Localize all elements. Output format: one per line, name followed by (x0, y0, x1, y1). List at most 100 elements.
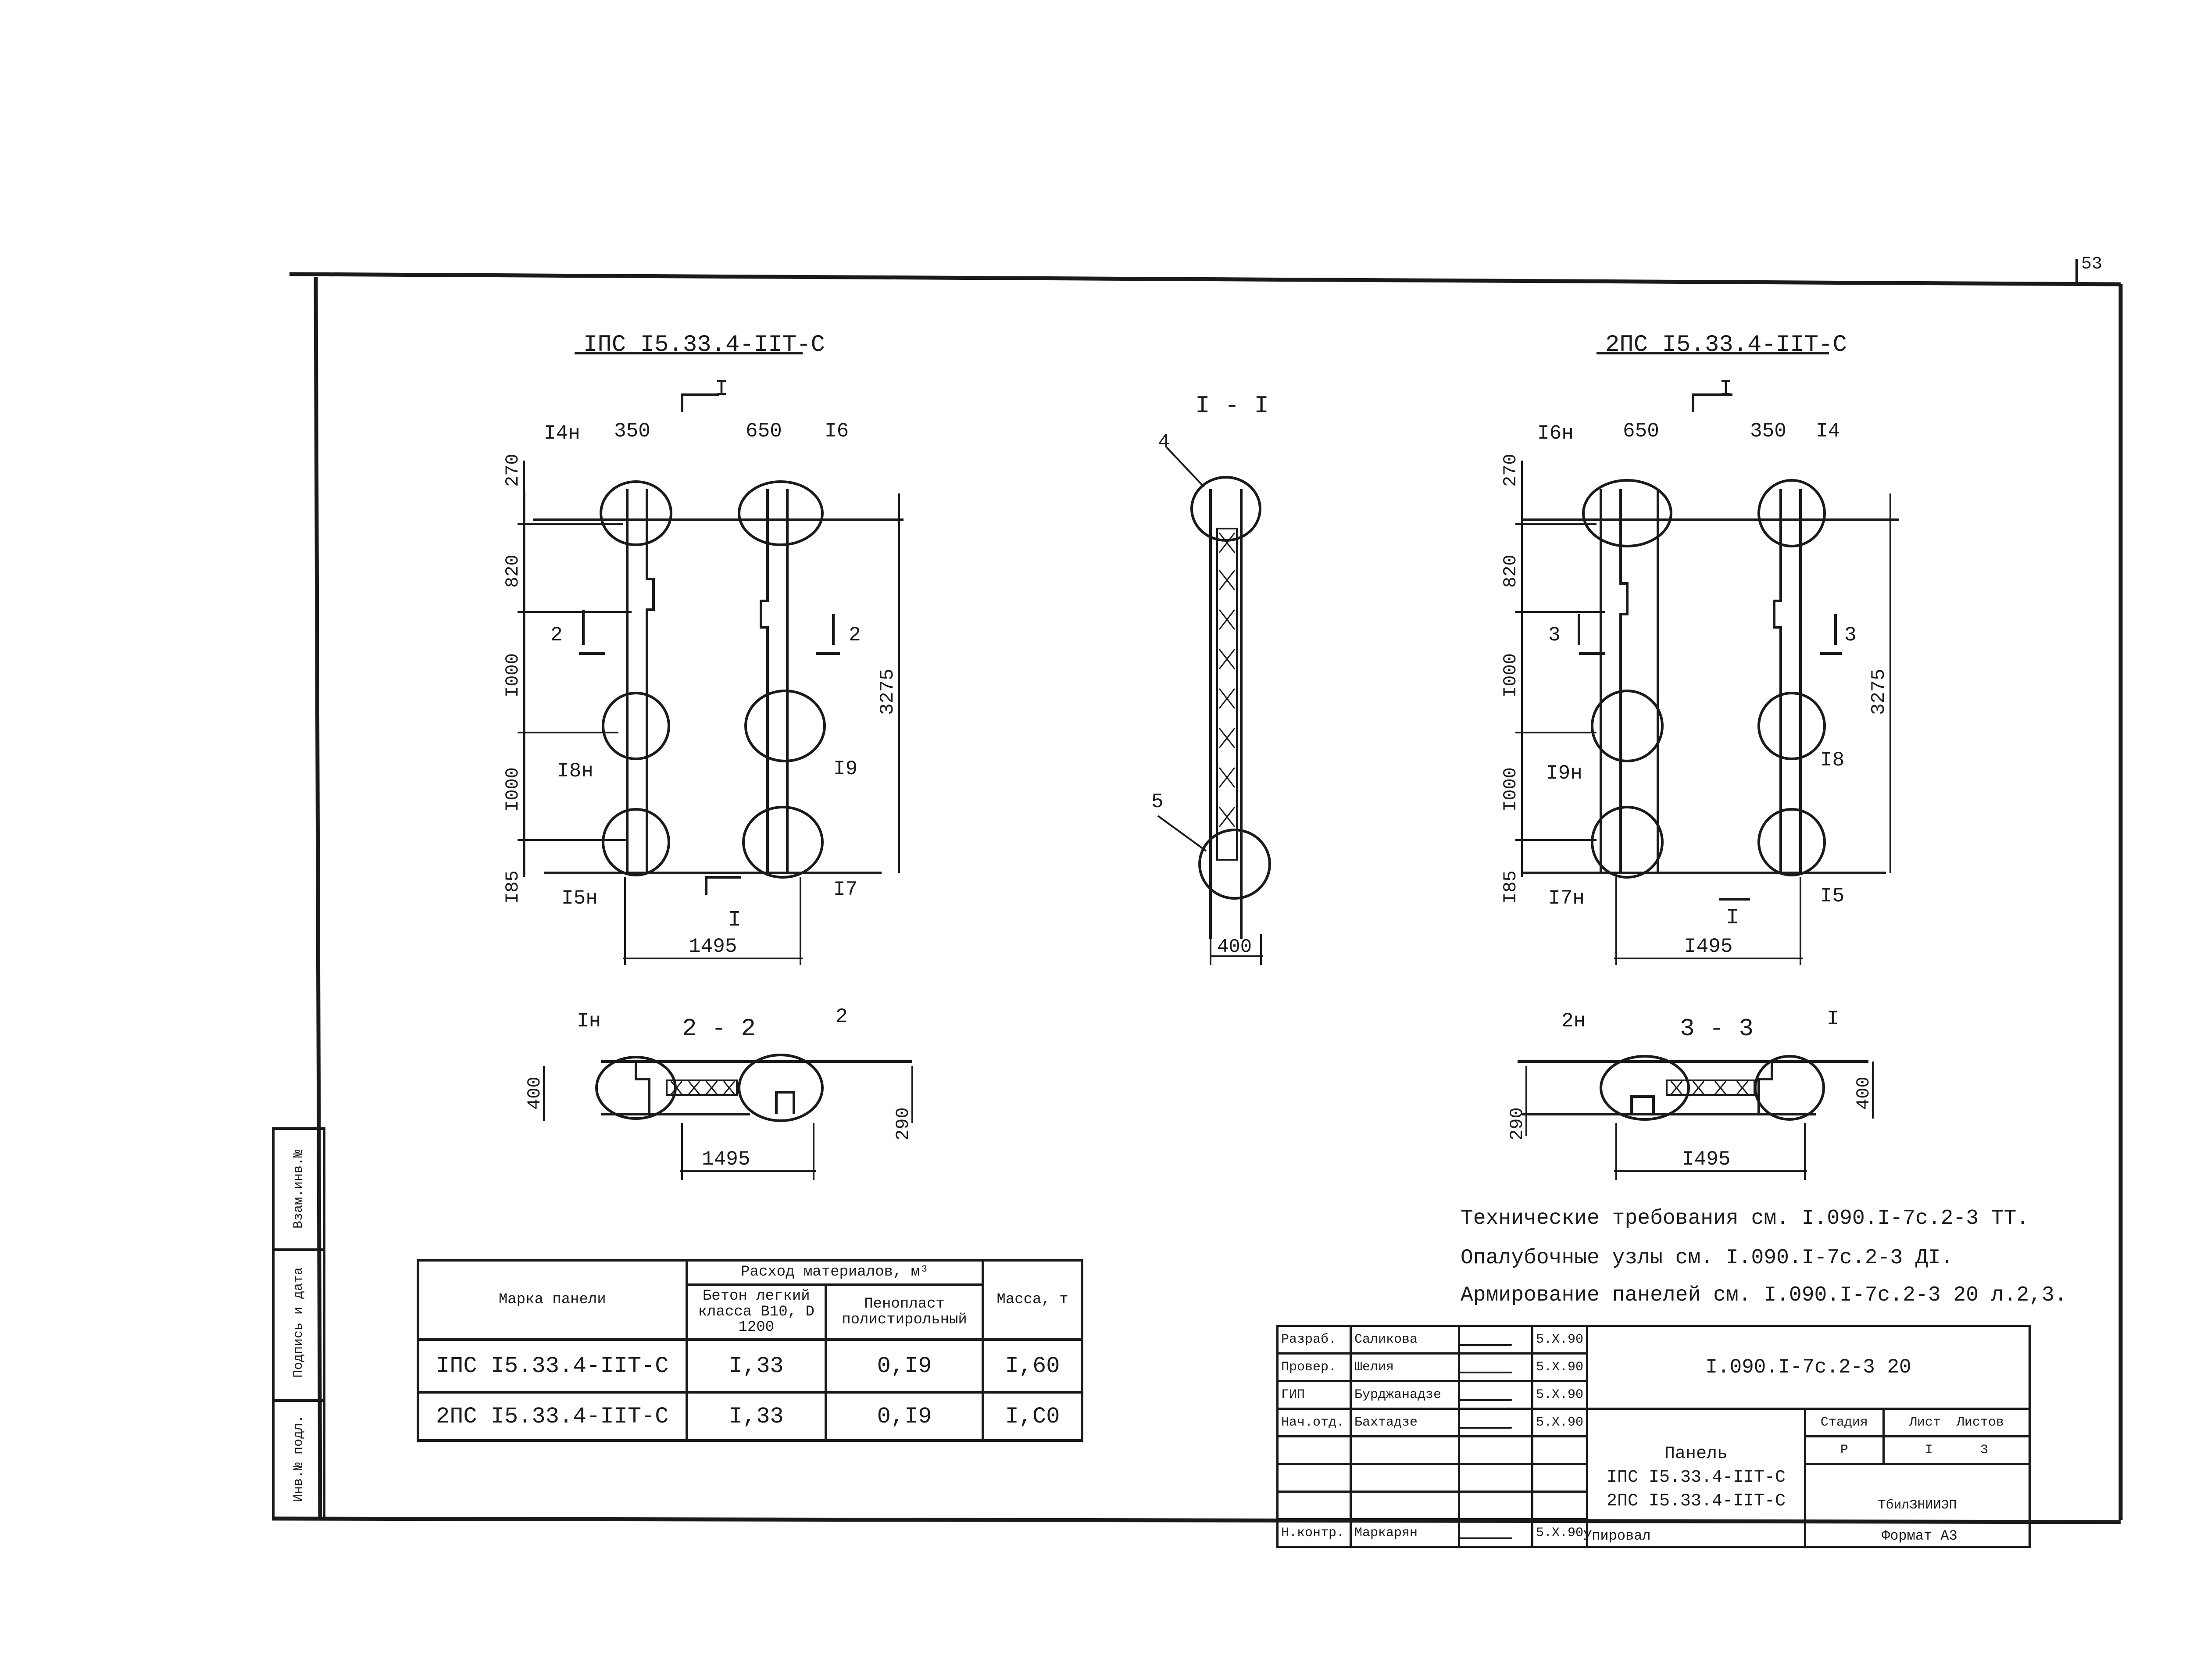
side-strip-label: Подпись и дата (291, 1267, 307, 1378)
panel-right-node-i8: I8 (1820, 749, 1844, 772)
materials-header-group: Расход материалов, м³ (685, 1259, 985, 1286)
materials-header-mass: Масса, т (982, 1259, 1083, 1341)
note-formwork: Опалубочные узлы см. I.090.I-7с.2-3 ДI. (1461, 1246, 1953, 1270)
stamp-role: Нач.отд. (1276, 1408, 1352, 1437)
panel-right-dim-650: 650 (1623, 420, 1659, 443)
stamp-org: ТбилЗНИИЭП (1804, 1463, 2031, 1548)
stamp-role: Разраб. (1276, 1325, 1352, 1355)
panel-right-arrow-3a: 3 (1548, 624, 1561, 647)
signature-mark (1459, 1329, 1519, 1346)
table-row (1276, 1491, 2030, 1520)
stamp-stage-label: Стадия (1804, 1408, 1885, 1437)
materials-cell-mark: 2ПС I5.33.4-IIТ-С (417, 1391, 688, 1442)
stamp-signature (1458, 1352, 1533, 1382)
table-row: ГИП Бурджанадзе 5.Х.90 (1276, 1380, 2030, 1410)
panel-right-dim-1000b: I000 (1500, 767, 1521, 811)
stamp-date: 5.Х.90 (1531, 1325, 1589, 1355)
stamp-empty (1350, 1463, 1460, 1493)
section-33-node-2n: 2н (1561, 1010, 1586, 1033)
materials-header-concrete: Бетон легкий класса B10, D 1200 (685, 1283, 827, 1341)
stamp-empty (1350, 1435, 1460, 1465)
side-strip-signature: Подпись и дата (272, 1246, 325, 1402)
stamp-panel-name: Панель IПС I5.33.4-IIТ-С 2ПС I5.33.4-IIТ… (1586, 1408, 1807, 1548)
materials-header-foam: Пенопласт полистирольный (824, 1283, 985, 1341)
panel-left-arrow-2b: 2 (849, 624, 861, 647)
panel-left-dim-3275: 3275 (877, 668, 899, 715)
section-22-title: 2 - 2 (682, 1015, 756, 1043)
panel-right-drawing (1515, 352, 1899, 965)
section-i-dim-400: 400 (1217, 936, 1252, 958)
stamp-empty (1458, 1463, 1533, 1493)
stamp-date: 5.Х.90 (1531, 1380, 1589, 1410)
stamp-name-line: IПС I5.33.4-IIТ-С (1606, 1468, 1786, 1487)
panel-left-section-mark-bottom: I (728, 908, 741, 933)
panel-right-dim-1495: I495 (1684, 935, 1732, 958)
title-block: Разраб. Саликова 5.Х.90 I.090.I-7с.2-3 2… (1276, 1325, 2031, 1548)
panel-right-section-mark-top: I (1719, 377, 1732, 402)
section-22-dim-400: 400 (524, 1076, 545, 1110)
stamp-empty (1531, 1491, 1589, 1520)
signature-mark (1459, 1357, 1519, 1373)
stamp-empty (1276, 1491, 1352, 1520)
panel-left-node-i6: I6 (825, 420, 849, 443)
section-33-drawing (1518, 1055, 1874, 1180)
panel-left-title: IПС I5.33.4-IIТ-С (583, 332, 825, 358)
table-row: Н.контр. Маркарян 5.Х.90 (1276, 1518, 2030, 1548)
side-strip-original-inv: Инв.№ подл. (272, 1399, 325, 1520)
materials-cell-mass: I,60 (982, 1338, 1083, 1394)
stamp-empty (1458, 1435, 1533, 1465)
panel-left-section-mark-top: I (715, 377, 728, 402)
panel-right-dim-3275: 3275 (1868, 668, 1890, 715)
table-row: Нач.отд. Бахтадзе 5.Х.90 Панель IПС I5.3… (1276, 1408, 2031, 1548)
materials-cell-concrete: I,33 (685, 1391, 827, 1442)
panel-left-drawing (518, 352, 904, 965)
stamp-role: Н.контр. (1276, 1518, 1352, 1548)
panel-right-dim-350: 350 (1750, 420, 1786, 443)
materials-header-mark: Марка панели (417, 1259, 688, 1341)
panel-left-dim-1495: 1495 (689, 935, 737, 958)
materials-cell-mass: I,C0 (982, 1391, 1083, 1442)
stamp-signature (1458, 1408, 1533, 1437)
panel-right-node-i5: I5 (1820, 885, 1844, 908)
section-i-node-4: 4 (1158, 431, 1170, 454)
stamp-empty (1531, 1435, 1589, 1465)
page-number: 53 (2081, 254, 2102, 274)
panel-right-node-i9n: I9н (1546, 762, 1582, 785)
stamp-date: 5.Х.90 (1531, 1408, 1589, 1437)
panel-left-dim-1000a: I000 (502, 653, 523, 697)
stamp-role: Провер. (1276, 1352, 1352, 1382)
materials-cell-foam: 0,I9 (824, 1391, 985, 1442)
stamp-name: Бурджанадзе (1350, 1380, 1460, 1410)
section-33-node-i: I (1827, 1008, 1839, 1030)
stamp-name-line: 2ПС I5.33.4-IIТ-С (1606, 1491, 1786, 1511)
section-22-drawing (543, 1054, 913, 1180)
side-strip-replace-inv: Взам.инв.№ (272, 1127, 325, 1251)
panel-right-title: 2ПС I5.33.4-IIТ-С (1605, 332, 1847, 358)
materials-cell-concrete: I,33 (685, 1338, 827, 1394)
table-row: Провер. Шелия 5.Х.90 (1276, 1352, 2030, 1382)
stamp-signature (1458, 1380, 1533, 1410)
panel-right-dim-820: 820 (1500, 554, 1521, 588)
section-33-dim-400: 400 (1853, 1076, 1874, 1110)
stamp-empty (1458, 1491, 1533, 1520)
stamp-name: Маркарян (1350, 1518, 1460, 1548)
section-i-drawing (1157, 447, 1271, 965)
panel-left-arrow-2a: 2 (550, 624, 563, 647)
panel-left-node-i4n: I4н (544, 422, 580, 445)
signature-mark (1459, 1523, 1519, 1539)
stamp-name: Саликова (1350, 1325, 1460, 1355)
panel-left-dim-820: 820 (502, 554, 523, 588)
stamp-sheet-value: I (1925, 1443, 1933, 1458)
stamp-empty (1276, 1435, 1352, 1465)
stamp-name: Бахтадзе (1350, 1408, 1460, 1437)
section-33-title: 3 - 3 (1680, 1015, 1754, 1043)
panel-left-dim-650: 650 (746, 420, 782, 443)
section-i-title: I - I (1195, 392, 1269, 420)
stamp-date: 5.Х.90 (1531, 1518, 1589, 1548)
materials-table: Марка панели Расход материалов, м³ Масса… (417, 1259, 1083, 1442)
stamp-signature (1458, 1325, 1533, 1355)
note-reinforcement: Армирование панелей см. I.090.I-7с.2-3 2… (1461, 1283, 2067, 1307)
stamp-sheet-values: I 3 (1882, 1435, 2031, 1465)
table-row: ТбилЗНИИЭП (1276, 1463, 2031, 1548)
